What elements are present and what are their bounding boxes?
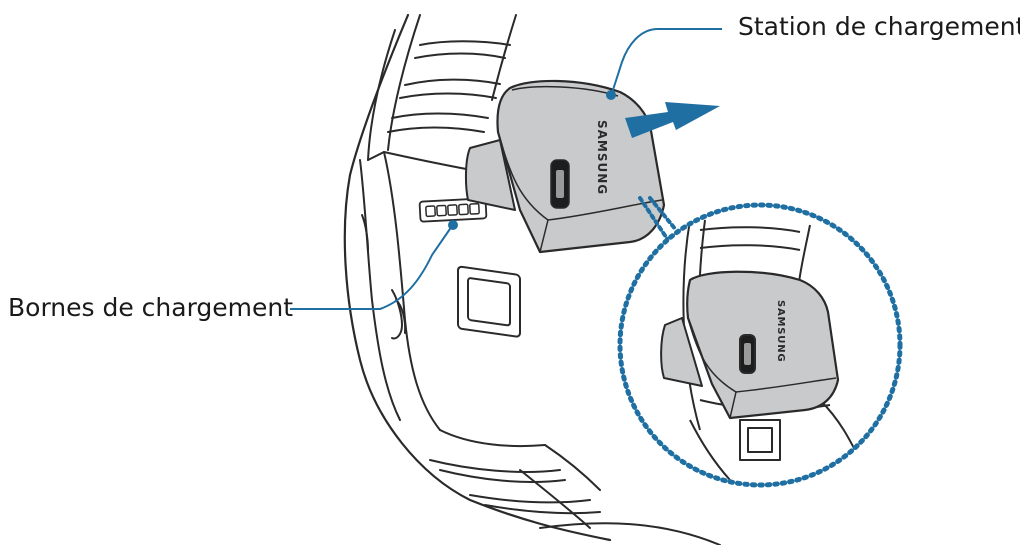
arrow-left-icon [625, 102, 720, 138]
zoom-inset: SAMSUNG [617, 196, 903, 488]
leader-station [606, 28, 722, 100]
zoom-ring [617, 202, 903, 488]
inset-brand-text: SAMSUNG [775, 300, 786, 362]
cradle-brand-text: SAMSUNG [595, 120, 609, 195]
leader-terminals [290, 220, 458, 310]
charging-terminals [418, 197, 488, 223]
station-callout-label: Station de chargement [738, 12, 1020, 41]
watch-strap [343, 13, 721, 545]
charging-cradle: SAMSUNG [464, 79, 666, 254]
terminals-callout-label: Bornes de chargement [8, 293, 294, 322]
